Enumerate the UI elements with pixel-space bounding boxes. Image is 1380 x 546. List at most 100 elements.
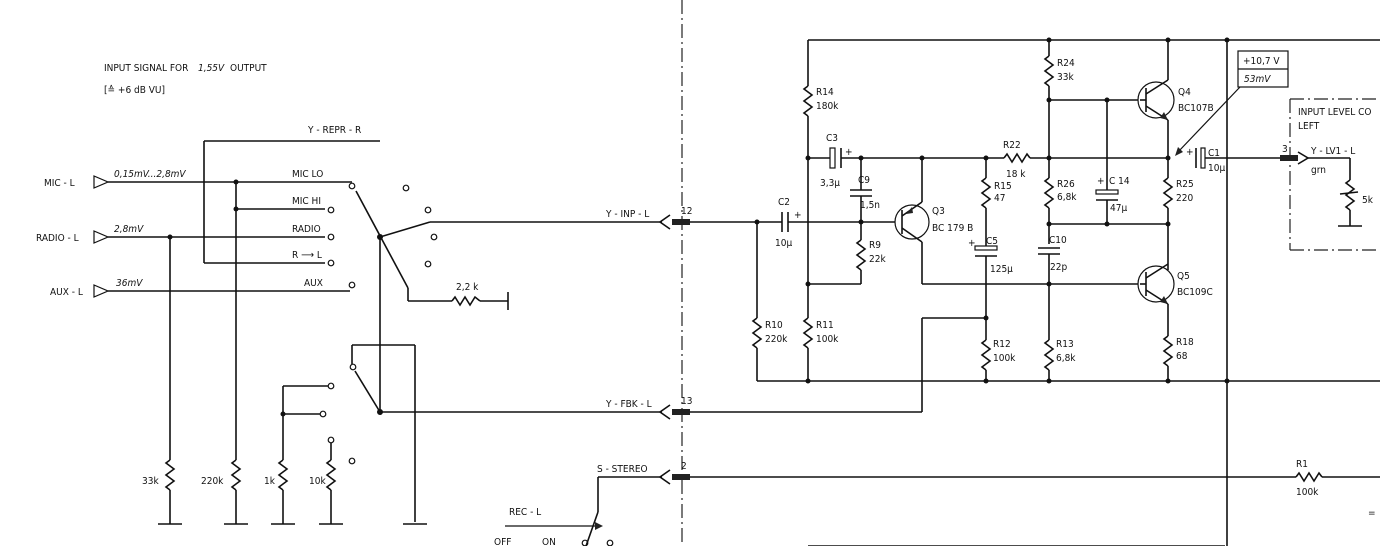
label-r25: R25 (1176, 179, 1194, 190)
value-c2: 10μ (775, 238, 792, 249)
resistor-33k (158, 459, 182, 525)
label-off: OFF (494, 537, 511, 546)
value-q5: BC109C (1177, 287, 1213, 298)
label-aux: AUX (304, 278, 323, 289)
resistor-r25 (1162, 177, 1174, 209)
resistor-1k (271, 459, 295, 525)
value-c5: 125μ (990, 264, 1013, 275)
value-q3: BC 179 B (932, 223, 973, 234)
value-r10: 220k (765, 334, 788, 345)
resistor-10k (319, 459, 343, 525)
value-c14: 47μ (1110, 203, 1127, 214)
transistor-q5 (1137, 263, 1175, 305)
resistor-220k-bottom (224, 459, 248, 525)
label-33k: 33k (142, 476, 159, 487)
connector-fbk (658, 404, 690, 420)
capacitor-c10 (1038, 247, 1060, 255)
voltage-box (1175, 50, 1289, 156)
ground-eq: = (1368, 508, 1376, 519)
pin-3-block (1280, 155, 1298, 161)
connector-stereo (658, 469, 690, 485)
value-r12: 100k (993, 353, 1016, 364)
value-r9: 22k (869, 254, 886, 265)
resistor-r14 (802, 85, 814, 117)
label-r9: R9 (869, 240, 881, 251)
resistor-r11 (802, 317, 814, 349)
feedback-switch (319, 344, 427, 525)
label-c14: C 14 (1109, 176, 1130, 187)
label-r14: R14 (816, 87, 834, 98)
label-fbk: Y - FBK - L (605, 399, 652, 410)
panel-title-1: INPUT LEVEL CO (1298, 107, 1372, 118)
resistor-r1 (1295, 470, 1323, 484)
label-1k: 1k (264, 476, 276, 487)
label-220k-bottom: 220k (201, 476, 224, 487)
svg-text:+: + (968, 238, 976, 249)
resistor-r15 (980, 177, 992, 209)
label-r10: R10 (765, 320, 783, 331)
label-q5: Q5 (1177, 271, 1190, 282)
panel-line: Y - LV1 - L (1310, 146, 1355, 157)
pin-3: 3 (1282, 144, 1288, 155)
panel-title-2: LEFT (1298, 121, 1320, 132)
value-r14: 180k (816, 101, 839, 112)
label-r15: R15 (994, 181, 1012, 192)
value-r18: 68 (1176, 351, 1188, 362)
capacitor-c3 (829, 147, 842, 169)
header-line1a: INPUT SIGNAL FOR (104, 63, 188, 74)
svg-text:+: + (794, 210, 802, 221)
label-r26: R26 (1057, 179, 1075, 190)
label-q3: Q3 (932, 206, 945, 217)
label-q4: Q4 (1178, 87, 1191, 98)
label-aux-l: AUX - L (50, 287, 83, 298)
label-repr: Y - REPR - R (307, 125, 361, 136)
connector-inp (658, 214, 690, 230)
voltage-value: +10,7 V (1243, 56, 1280, 67)
rec-arrowhead (595, 522, 603, 530)
input-level-panel (1289, 98, 1380, 251)
value-r22: 18 k (1006, 169, 1026, 180)
label-c9: C9 (858, 175, 870, 186)
value-r15: 47 (994, 193, 1005, 204)
label-c5: C5 (986, 236, 998, 247)
pin-13: 13 (681, 396, 692, 407)
svg-text:+: + (845, 147, 853, 158)
selector-switch (327, 182, 438, 410)
value-c10: 22p (1050, 262, 1067, 273)
resistor-r13 (1043, 339, 1055, 371)
label-c1: C1 (1208, 148, 1220, 159)
label-10k: 10k (309, 476, 326, 487)
pin-2: 2 (681, 461, 687, 472)
label-r1: R1 (1296, 459, 1308, 470)
input-connector-aux (93, 284, 350, 298)
panel-pot: 5k (1362, 195, 1374, 206)
value-r26: 6,8k (1057, 192, 1077, 203)
label-r13: R13 (1056, 339, 1074, 350)
label-mic-l: MIC - L (44, 178, 75, 189)
transistor-q3 (894, 201, 930, 243)
value-r13: 6,8k (1056, 353, 1076, 364)
panel-color: grn (1311, 165, 1326, 176)
resistor-r9 (855, 239, 867, 271)
capacitor-c14 (1095, 189, 1119, 201)
label-c10: C10 (1049, 235, 1067, 246)
label-radio-l: RADIO - L (36, 233, 79, 244)
label-c2: C2 (778, 197, 790, 208)
header-line1c: OUTPUT (230, 63, 267, 74)
resistor-2k2 (451, 295, 481, 307)
input-connector-radio (93, 230, 325, 244)
resistor-r18 (1162, 335, 1174, 367)
label-r22: R22 (1003, 140, 1021, 151)
value-r11: 100k (816, 334, 839, 345)
resistor-r22 (1003, 152, 1031, 164)
label-mic-hi: MIC HI (292, 196, 321, 207)
capacitor-c9 (850, 189, 872, 197)
label-r18: R18 (1176, 337, 1194, 348)
label-aux-l-level: 36mV (116, 278, 143, 289)
value-r25: 220 (1176, 193, 1193, 204)
label-r-l: R ⟶ L (292, 250, 322, 261)
label-mic-l-level: 0,15mV...2,8mV (114, 169, 186, 180)
resistor-r26 (1043, 177, 1055, 209)
capacitor-c1 (1195, 147, 1206, 169)
